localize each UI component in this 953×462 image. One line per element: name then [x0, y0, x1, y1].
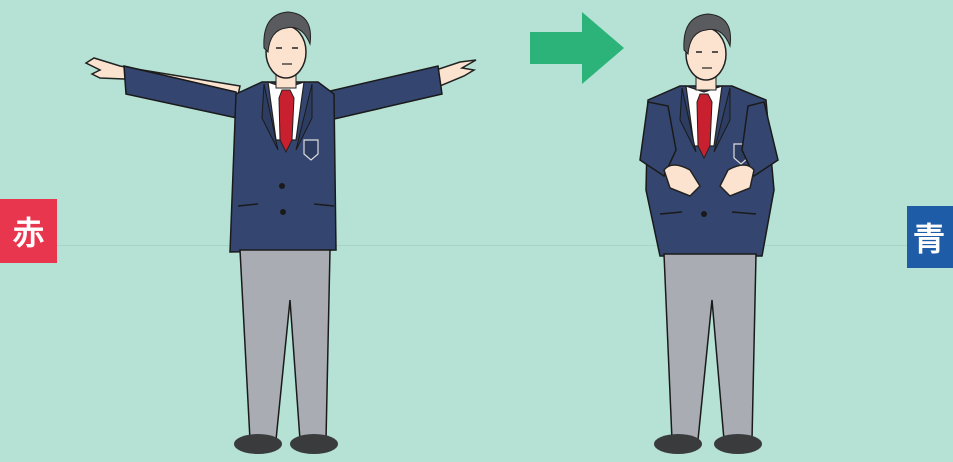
right-arrow-icon: [530, 12, 624, 84]
blue-flag-label: 青: [907, 206, 953, 268]
red-flag-label: 赤: [0, 199, 57, 263]
